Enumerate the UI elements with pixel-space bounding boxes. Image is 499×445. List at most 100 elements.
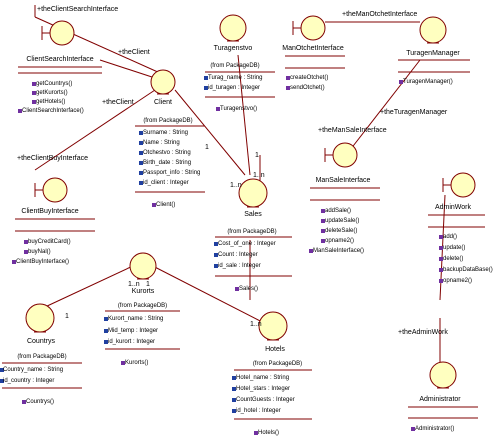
attr-cost-of-one: Cost_of_one : Integer — [218, 241, 276, 247]
op-clientsearchinterface: ClientSearchInterface() — [22, 108, 84, 114]
attribute-icon — [232, 398, 236, 402]
attr-id-sale: id_sale : Integer — [218, 263, 261, 269]
operation-icon — [439, 279, 443, 283]
op-backupdatabase: backupDataBase() — [443, 267, 493, 273]
operation-icon — [254, 431, 258, 435]
op-gethotels: getHotels() — [36, 99, 66, 105]
attribute-icon — [214, 253, 218, 257]
assoc-client-sales — [174, 89, 246, 176]
turagenstvo-shape — [219, 14, 247, 42]
operation-icon — [12, 260, 16, 264]
op-buycreditcard: buyCreditCard() — [28, 239, 71, 245]
operation-icon — [439, 235, 443, 239]
class-name-hotels: Hotels — [265, 346, 285, 353]
attr-surname: Surname : String — [143, 130, 189, 136]
op-hotels: Hotels() — [258, 430, 280, 436]
turagenstvo-package: (from PackageDB) — [210, 63, 260, 69]
class-name-turagenstvo: Turagenstvo — [213, 45, 253, 52]
attribute-icon — [139, 181, 143, 185]
operation-icon — [24, 240, 28, 244]
class-name-client-search-interface: ClientSearchInterface — [26, 56, 94, 63]
op-buynal: buyNal() — [28, 249, 51, 255]
class-name-client: Client — [154, 99, 172, 106]
operation-icon — [32, 91, 36, 95]
mult-kurort-hotels-1: 1 — [146, 281, 150, 288]
class-name-client-buy-interface: ClientBuyInterface — [21, 208, 79, 215]
op-turagenstvo: Turagenstvo() — [220, 106, 258, 112]
mult-kurort-hotels-n: 1..n — [250, 321, 262, 328]
operation-icon — [32, 82, 36, 86]
operation-icon — [321, 239, 325, 243]
client-buy-interface-shape — [34, 177, 68, 203]
attribute-icon — [214, 242, 218, 246]
attribute-icon — [139, 171, 143, 175]
op-opname2-sale: opname2() — [325, 238, 355, 244]
mult-turag-sales-n: 1..n — [253, 172, 265, 179]
sales-shape — [238, 178, 268, 208]
attribute-icon — [0, 368, 4, 372]
attr-id-country: id_country : Integer — [3, 378, 55, 384]
role-man-otchet-interface: +theManOtchetInterface — [342, 11, 418, 18]
op-update: update() — [443, 245, 466, 251]
op-turagenmanager: TuragenManager() — [403, 79, 453, 85]
attr-kurort-name: Kurort_name : String — [108, 316, 164, 322]
kurorts-package: (from PackageDB) — [117, 303, 168, 309]
countrys-shape — [25, 303, 55, 333]
mult-client-sales-1: 1 — [205, 144, 209, 151]
op-updatesale: updateSale() — [325, 218, 360, 224]
attribute-icon — [232, 387, 236, 391]
attr-id-kurort: id_kurort : Integer — [108, 339, 156, 345]
operation-icon — [439, 268, 443, 272]
assoc-kurort-country — [44, 264, 136, 308]
attr-turag-name: Turag_name : String — [208, 75, 263, 81]
class-name-countrys: Countrys — [26, 338, 55, 345]
attribute-icon — [232, 409, 236, 413]
attribute-icon — [139, 151, 143, 155]
attr-name: Name : String — [143, 140, 180, 146]
assoc-client-top — [99, 59, 156, 79]
attribute-icon — [204, 76, 208, 80]
role-man-sale-interface: +theManSaleInterface — [318, 127, 387, 134]
attr-birth-date: Birth_date : String — [143, 160, 192, 166]
op-sendotchet: sendOtchet() — [290, 85, 325, 91]
attr-id-hotel: id_hotel : Integer — [236, 408, 281, 414]
attr-passport-info: Passport_info : String — [143, 170, 201, 176]
operation-icon — [309, 249, 313, 253]
class-name-sales: Sales — [244, 211, 262, 218]
hotels-package: (from PackageDB) — [252, 361, 303, 367]
admin-work-shape — [442, 172, 476, 198]
op-countrys: Countrys() — [26, 399, 55, 405]
op-administrator: Administrator() — [415, 426, 455, 432]
client-shape — [150, 69, 176, 95]
op-getkurorts: getKurorts() — [36, 90, 68, 96]
class-name-man-sale-interface: ManSaleInterface — [315, 177, 371, 184]
turagen-manager-shape — [419, 16, 447, 44]
op-mansaleinterface: ManSaleInterface() — [313, 248, 365, 254]
operation-icon — [321, 209, 325, 213]
attr-hotel-name: Hotel_name : String — [236, 375, 290, 381]
op-delete: delete() — [443, 256, 464, 262]
administrator-shape — [429, 361, 457, 389]
op-client: Client() — [156, 202, 176, 208]
operation-icon — [235, 287, 239, 291]
operation-icon — [216, 107, 220, 111]
op-getcountrys: getCountrys() — [36, 81, 73, 87]
operation-icon — [439, 246, 443, 250]
class-name-administrator: Administrator — [419, 396, 461, 403]
operation-icon — [399, 80, 403, 84]
assoc-client-buy — [34, 89, 156, 171]
role-turagen-manager: +theTuragenManager — [380, 109, 448, 116]
class-name-turagen-manager: TuragenManager — [406, 50, 460, 57]
operation-icon — [152, 203, 156, 207]
operation-icon — [411, 427, 415, 431]
operation-icon — [24, 250, 28, 254]
class-name-kurorts: Kurorts — [131, 288, 155, 295]
op-add: add() — [443, 234, 458, 240]
attribute-icon — [104, 317, 108, 321]
operation-icon — [286, 76, 290, 80]
man-otchet-interface-shape — [292, 15, 326, 41]
attr-hotel-stars: Hotel_stars : Integer — [236, 386, 291, 392]
attr-id-turagen: id_turagen : Integer — [208, 85, 261, 91]
attribute-icon — [104, 329, 108, 333]
